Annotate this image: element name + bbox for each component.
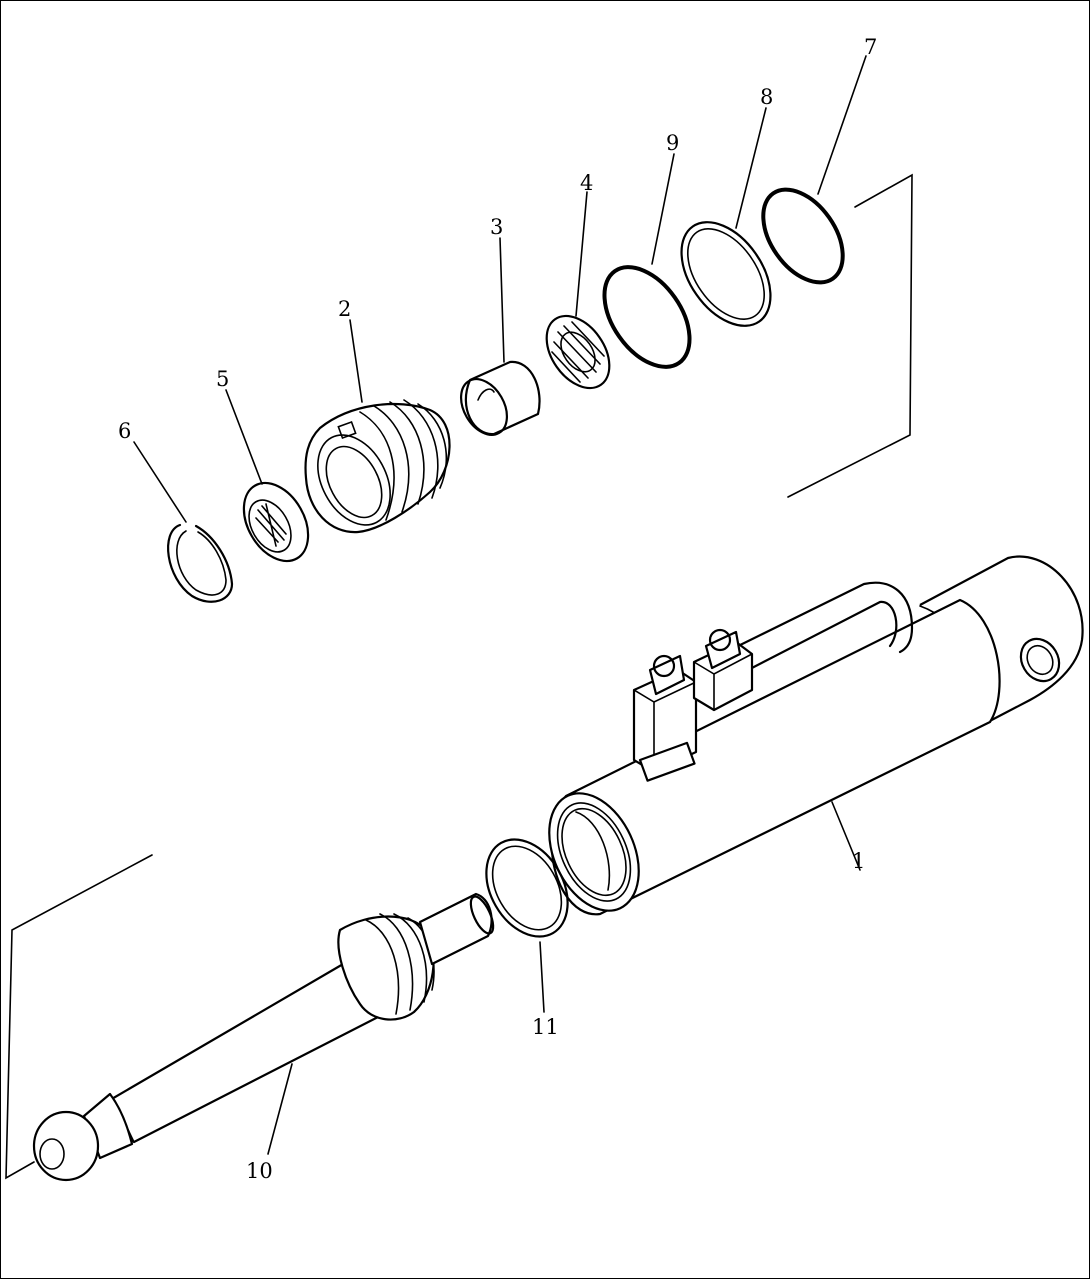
- rod-seal-part-4: [545, 314, 611, 390]
- cylinder-head-part-2: [304, 399, 451, 534]
- callout-4: 4: [580, 171, 593, 195]
- callout-2: 2: [338, 297, 351, 321]
- snap-ring-part-6: [166, 523, 234, 603]
- ring-part-11: [485, 838, 569, 938]
- backup-ring-part-8: [680, 221, 772, 327]
- piston-rod-part-10: [32, 892, 495, 1182]
- callout-3: 3: [490, 215, 503, 239]
- o-ring-part-7: [761, 187, 845, 285]
- callout-1: 1: [852, 849, 865, 873]
- leader-lines: [133, 55, 867, 1155]
- callout-labels: 1 2 3 4 5 6 7 8 9 10 11: [118, 35, 877, 1183]
- callout-5: 5: [216, 367, 229, 391]
- lower-group-bracket: [5, 854, 153, 1180]
- upper-group-bracket: [787, 173, 913, 498]
- callout-10: 10: [246, 1159, 273, 1183]
- callout-9: 9: [666, 131, 679, 155]
- bushing-part-3: [459, 360, 541, 436]
- dust-seal-part-5: [242, 481, 310, 563]
- callout-7: 7: [864, 35, 877, 59]
- o-ring-part-9: [602, 265, 692, 369]
- cylinder-tube-part-1: [548, 555, 1084, 916]
- callout-6: 6: [118, 419, 131, 443]
- callout-8: 8: [760, 85, 773, 109]
- callout-11: 11: [532, 1015, 559, 1039]
